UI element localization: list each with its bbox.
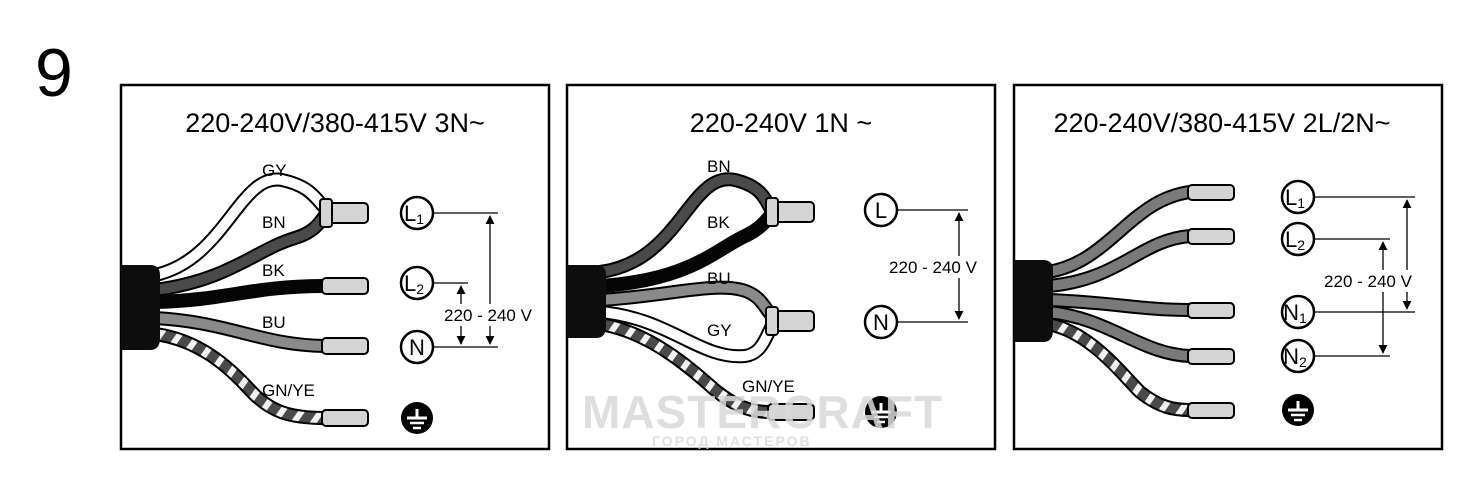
earth-ground-icon [1282,394,1314,426]
wire-bn [593,172,777,279]
ferrule [1187,348,1235,365]
wire-l2 [1041,229,1197,293]
cable-sheath [1014,260,1053,342]
ferrule-group [319,198,369,427]
dimension-label: 220 - 240 V [1324,272,1413,291]
terminal-label: L1 [1285,185,1305,211]
wire-gy [148,172,332,282]
circle-terminal-icon [399,195,435,231]
wire-bu [593,280,779,323]
circle-terminal-icon [1280,221,1316,257]
ferrule [1187,402,1235,419]
wire-label: BN [707,157,731,176]
figure-number: 9 [35,35,73,111]
wire-label: GY [262,161,287,180]
wire-label: BK [707,213,730,232]
panel-title: 220-240V/380-415V 3N~ [185,108,484,138]
ferrule-group [765,197,815,421]
terminal-label: N [409,335,425,360]
wire-gnye [148,327,332,425]
terminal-l2: L2 [1280,221,1316,257]
wire-l1 [1041,185,1197,279]
terminal-label: N1 [1283,300,1307,326]
terminal-l1: L1 [1280,179,1316,215]
terminal-l2: L2 [399,265,435,301]
wire-label: GN/YE [262,381,315,400]
terminal-n: N [399,329,435,365]
panel-two-phase: 220-240V/380-415V 2L/2N~ [1012,83,1444,451]
panel-single-phase: 220-240V 1N ~ [565,83,997,451]
wire-label: BK [262,261,285,280]
terminal-label: L1 [404,201,424,227]
dimension-label: 220 - 240 V [444,306,533,325]
terminal-n1: N1 [1280,294,1316,330]
circle-terminal-icon [1280,338,1316,374]
panel-title: 220-240V 1N ~ [690,108,872,138]
circle-terminal-icon [863,192,899,228]
wire-n2 [1041,305,1197,363]
panel-three-phase: 220-240V/380-415V 3N~ [119,83,551,451]
wire-bk [148,279,332,309]
wire-bk [593,207,779,293]
wire-label: BU [262,313,286,332]
ferrule-collar [319,198,333,228]
circle-terminal-icon [399,329,435,365]
ferrule [1187,228,1235,245]
ferrule-collar [765,197,779,227]
ferrule-group [1187,184,1235,419]
cable-sheath [121,265,160,350]
wire-label: GN/YE [742,377,795,396]
panel-title: 220-240V/380-415V 2L/2N~ [1053,108,1390,138]
wire-gy [593,305,779,364]
ferrule [1187,184,1235,201]
ferrule [321,409,369,427]
terminal-l1: L1 [399,195,435,231]
wire-n1 [1041,293,1197,317]
wire-bu [148,311,332,353]
wire-earth [1041,317,1197,417]
terminal-n2: N2 [1280,338,1316,374]
panel-frame [119,83,551,451]
terminal-label: L2 [1285,227,1305,253]
watermark-logo: MASTERCRAFT [582,386,943,438]
wire-gnye [593,317,777,419]
ferrule [767,403,815,421]
ferrule-collar [765,306,779,336]
wire-label: GY [707,321,732,340]
terminal-n: N [863,304,899,340]
ferrule [321,277,369,295]
wire-label: BN [262,213,286,232]
earth-ground-icon [401,402,433,434]
circle-terminal-icon [1280,294,1316,330]
terminal-label: L [875,198,887,223]
cable-sheath [567,265,606,338]
earth-ground-icon [865,396,897,428]
terminal-l: L [863,192,899,228]
circle-terminal-icon [1280,179,1316,215]
ferrule [1187,302,1235,319]
terminal-label: N [873,310,889,335]
watermark-tagline: ГОРОД МАСТЕРОВ [652,433,812,449]
circle-terminal-icon [863,304,899,340]
terminal-label: N2 [1283,344,1307,370]
dimension-label: 220 - 240 V [889,258,978,277]
wire-label: BU [707,269,731,288]
terminal-label: L2 [404,271,424,297]
circle-terminal-icon [399,265,435,301]
ferrule [321,337,369,355]
wire-bn [148,207,333,297]
